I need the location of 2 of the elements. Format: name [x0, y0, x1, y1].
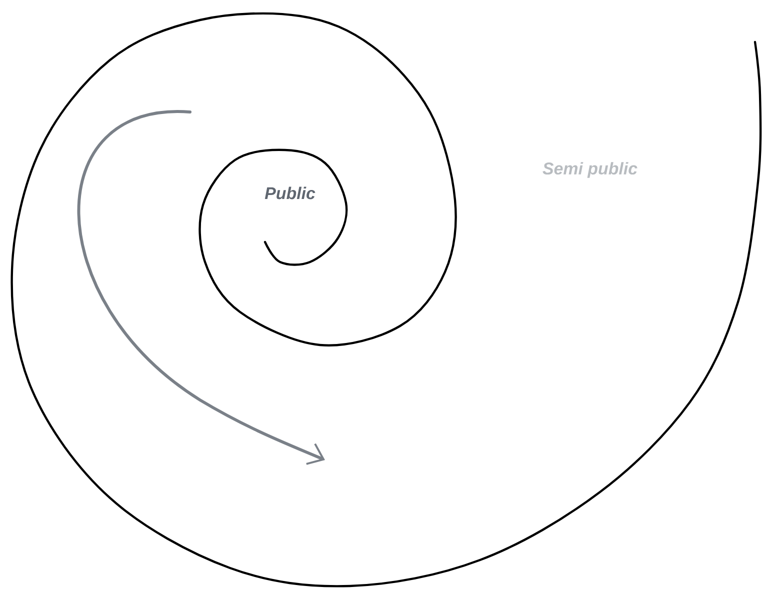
region-label: Semi public — [542, 162, 638, 178]
region-label: Public — [264, 186, 316, 200]
